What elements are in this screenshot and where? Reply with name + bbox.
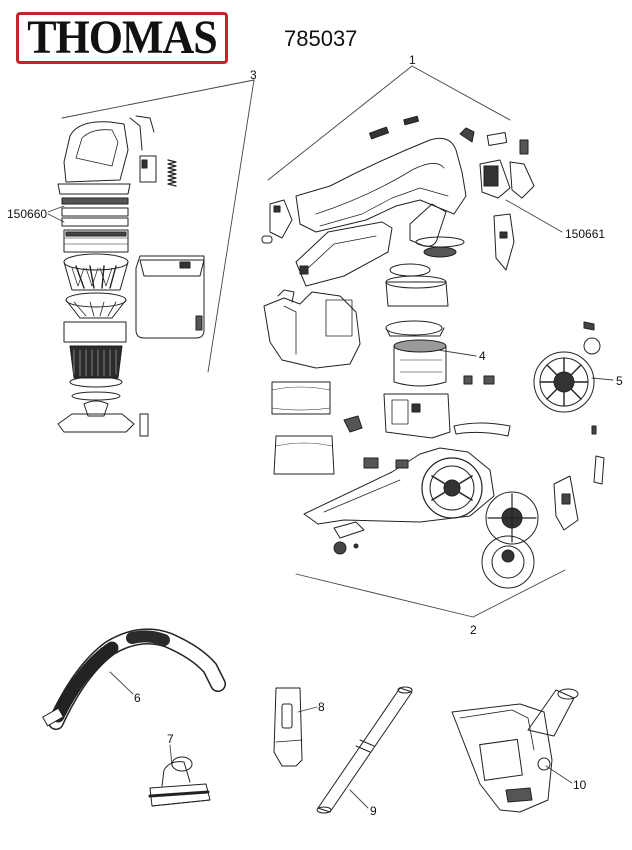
model-number: 785037 bbox=[284, 26, 358, 51]
latch-part bbox=[139, 155, 157, 183]
callout-10: 10 bbox=[573, 778, 587, 792]
leader-lines bbox=[47, 65, 614, 809]
brand-logo: THOMAS bbox=[16, 12, 228, 64]
carry-handle-part bbox=[479, 159, 511, 199]
callout-2: 2 bbox=[470, 623, 477, 637]
upholstery-nozzle bbox=[148, 756, 211, 807]
floor-nozzle bbox=[451, 688, 579, 813]
mesh-filter bbox=[69, 345, 123, 379]
top-body-assembly bbox=[261, 115, 535, 271]
cyclone-base bbox=[57, 413, 135, 433]
rear-wheel bbox=[533, 321, 605, 485]
telescopic-tube bbox=[316, 686, 413, 814]
callout-6: 6 bbox=[134, 691, 141, 705]
brand-logo-text: THOMAS bbox=[27, 11, 218, 64]
callout-7: 7 bbox=[167, 732, 174, 746]
side-wheel bbox=[485, 491, 539, 545]
callout-9: 9 bbox=[370, 804, 377, 818]
inlet-nozzle bbox=[409, 203, 447, 247]
dust-container bbox=[135, 255, 205, 339]
callout-3: 3 bbox=[250, 68, 257, 82]
callout-1: 1 bbox=[409, 53, 416, 67]
cyclone-handle bbox=[63, 121, 129, 183]
housing-assembly bbox=[263, 221, 393, 475]
belt-part bbox=[453, 422, 511, 437]
filter-block bbox=[63, 229, 129, 253]
spring-part bbox=[167, 159, 177, 187]
motor-housing bbox=[383, 393, 451, 439]
crevice-tool bbox=[273, 687, 303, 767]
main-housing bbox=[263, 291, 361, 369]
callout-5: 5 bbox=[616, 374, 623, 388]
callout-8: 8 bbox=[318, 700, 325, 714]
suction-hose bbox=[42, 628, 226, 730]
foam-filter bbox=[271, 381, 331, 415]
chassis-body bbox=[303, 447, 495, 525]
callout-150661: 150661 bbox=[565, 227, 606, 241]
callout-150660: 150660 bbox=[7, 207, 48, 221]
callout-4: 4 bbox=[479, 349, 486, 363]
motor-assembly bbox=[383, 246, 511, 439]
base-chassis bbox=[303, 447, 579, 589]
top-lid bbox=[295, 137, 467, 233]
cyclone-cones bbox=[63, 261, 129, 291]
cyclone-assembly bbox=[57, 115, 205, 437]
